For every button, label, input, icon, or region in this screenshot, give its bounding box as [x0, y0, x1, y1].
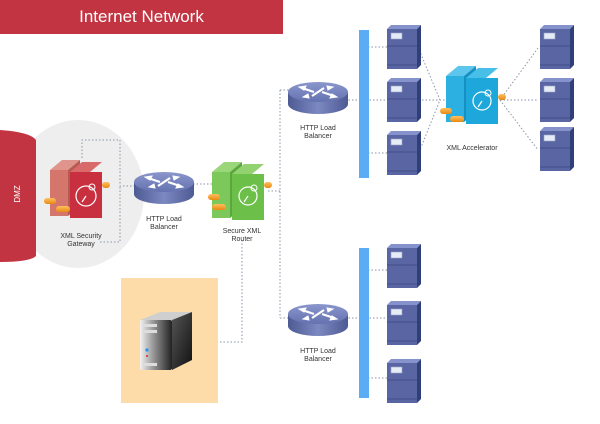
- router-label-2: Router: [231, 236, 253, 243]
- server[interactable]: [539, 24, 575, 70]
- title-banner: Internet Network: [0, 0, 283, 34]
- lb-main-label-1: HTTP Load: [146, 216, 182, 223]
- lb-bottom-label-1: HTTP Load: [300, 348, 336, 355]
- load-balancer-icon: [286, 302, 350, 338]
- xml-accelerator[interactable]: XML Accelerator: [440, 66, 506, 152]
- title-text: Internet Network: [79, 7, 204, 26]
- lb-bottom-label-2: Balancer: [304, 356, 332, 363]
- security-gateway-label-1: XML Security: [60, 233, 102, 240]
- accelerator-label: XML Accelerator: [446, 145, 498, 152]
- http-load-balancer-bottom[interactable]: HTTP Load Balancer: [286, 302, 350, 363]
- server[interactable]: [386, 358, 422, 404]
- network-bus-bottom: [359, 248, 369, 398]
- server[interactable]: [386, 130, 422, 176]
- server-group-top: [386, 24, 422, 176]
- secure-xml-router[interactable]: Secure XML Router: [208, 162, 272, 243]
- load-balancer-icon: [286, 80, 350, 116]
- server[interactable]: [539, 126, 575, 172]
- server-group-right: [539, 24, 575, 172]
- server-group-bottom: [386, 243, 422, 404]
- http-load-balancer-main[interactable]: HTTP Load Balancer: [132, 170, 196, 231]
- lb-main-label-2: Balancer: [150, 224, 178, 231]
- server[interactable]: [386, 77, 422, 123]
- xml-security-gateway[interactable]: XML Security Gateway: [44, 160, 110, 248]
- security-gateway-label-2: Gateway: [67, 241, 95, 248]
- network-bus-top: [359, 30, 369, 178]
- workstation-tower[interactable]: [140, 312, 192, 370]
- router-label-1: Secure XML: [223, 228, 262, 235]
- lb-top-label-2: Balancer: [304, 133, 332, 140]
- server[interactable]: [386, 24, 422, 70]
- dmz-label: DMZ: [13, 185, 22, 202]
- server[interactable]: [539, 77, 575, 123]
- lb-top-label-1: HTTP Load: [300, 125, 336, 132]
- server[interactable]: [386, 300, 422, 346]
- load-balancer-icon: [132, 170, 196, 206]
- server[interactable]: [386, 243, 422, 289]
- http-load-balancer-top[interactable]: HTTP Load Balancer: [286, 80, 350, 140]
